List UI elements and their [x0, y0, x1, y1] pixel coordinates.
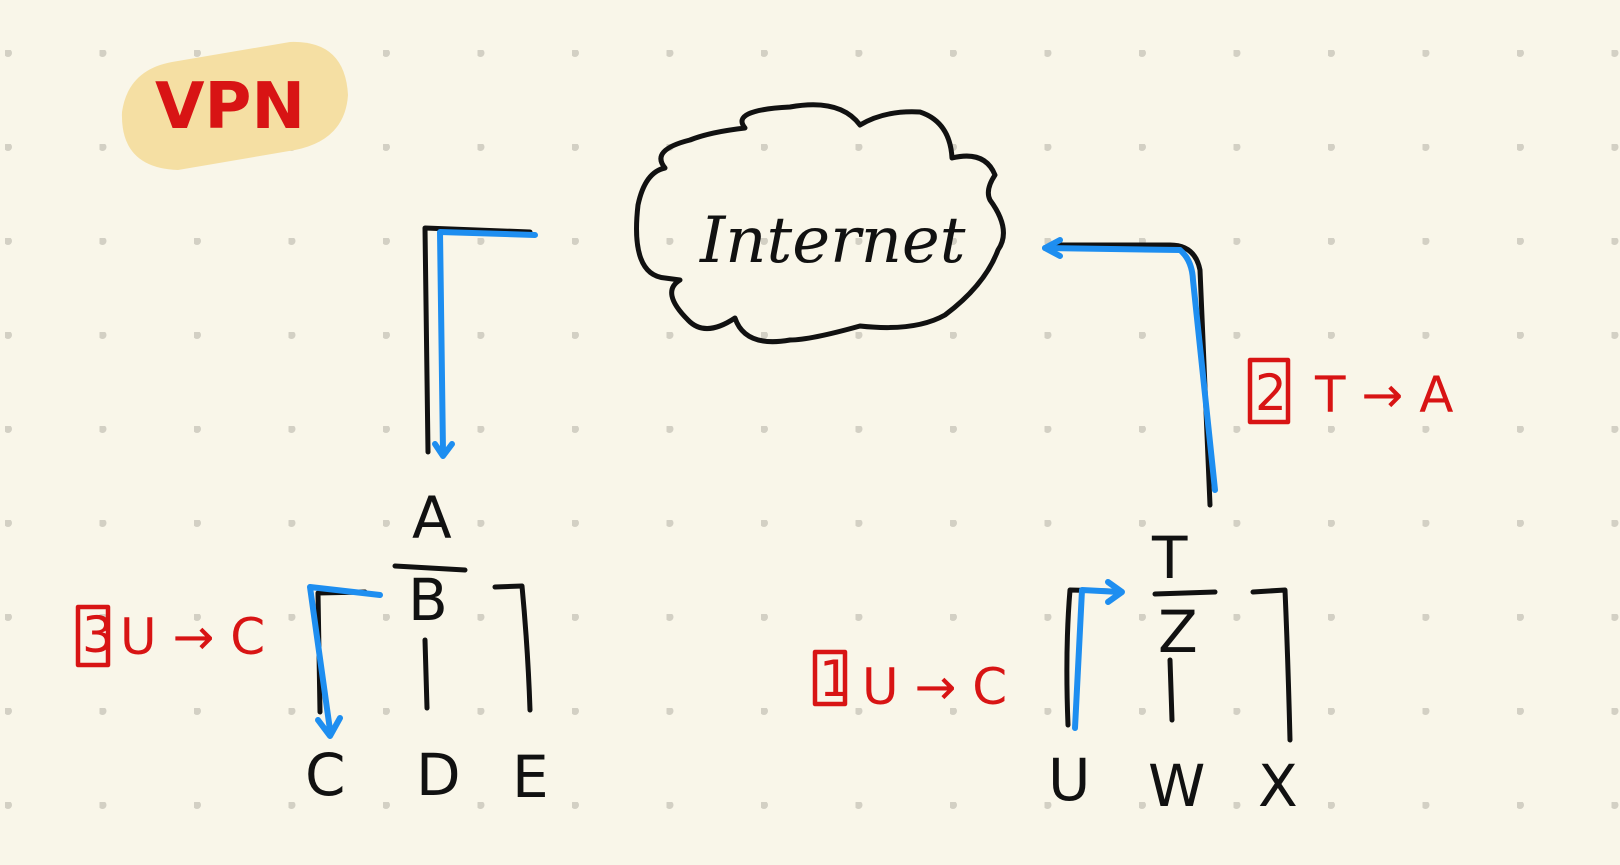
right-edge-right [1250, 587, 1293, 743]
route-arrowhead-c [315, 715, 343, 739]
route-arrowhead-z [1105, 579, 1125, 605]
right-root-underline [1152, 589, 1218, 597]
cloud-label: Internet [699, 204, 966, 278]
right-uplink [1047, 242, 1213, 508]
vpn-tag-background [121, 41, 348, 170]
right-leaf-u: U [1048, 746, 1090, 814]
left-root-underline [392, 563, 468, 573]
step-3-text: U → C [120, 608, 265, 666]
left-uplink [422, 225, 533, 455]
vpn-tag: VPN [121, 41, 348, 170]
route-arrowhead-a [432, 441, 455, 459]
annotation-step-1: 1 U → C [812, 649, 1007, 716]
left-root-node: A [412, 484, 452, 552]
right-leaves: U W X [1048, 746, 1298, 820]
right-leaf-x: X [1258, 752, 1298, 820]
left-edge-right [492, 583, 533, 713]
annotation-step-3: 3 U → C [75, 604, 265, 668]
step-2-number: 2 [1255, 364, 1287, 422]
route-arrowhead-internet [1042, 237, 1063, 259]
route-internet-to-a [437, 229, 538, 455]
step-1-box [812, 649, 848, 707]
left-leaf-e: E [512, 743, 549, 811]
right-tree: T Z U W X [1047, 242, 1298, 820]
step-3-box [75, 604, 111, 668]
left-leaf-c: C [305, 741, 346, 809]
left-leaves: C D E [305, 741, 549, 811]
step-2-box [1247, 357, 1291, 425]
cloud-outline [634, 102, 1006, 345]
annotation-step-2: 2 T → A [1247, 357, 1453, 425]
route-paths [307, 229, 1218, 739]
left-leaf-d: D [416, 741, 461, 809]
left-tree: A B C D E [305, 225, 549, 811]
left-edge-center [422, 637, 430, 711]
right-leaf-w: W [1148, 752, 1205, 820]
internet-cloud: Internet [634, 102, 1006, 345]
right-edge-left [1064, 587, 1113, 728]
route-t-to-internet [1042, 245, 1218, 493]
step-3-number: 3 [82, 606, 114, 664]
route-b-to-c [307, 584, 383, 733]
right-edge-center [1167, 657, 1175, 723]
vpn-tag-label: VPN [155, 70, 305, 144]
right-root-node: T [1151, 524, 1188, 592]
step-1-number: 1 [819, 650, 851, 708]
right-child-node: Z [1158, 598, 1198, 666]
step-1-text: U → C [862, 658, 1007, 716]
left-child-node: B [408, 566, 448, 634]
step-2-text: T → A [1314, 366, 1453, 424]
route-u-to-z [1072, 587, 1123, 731]
